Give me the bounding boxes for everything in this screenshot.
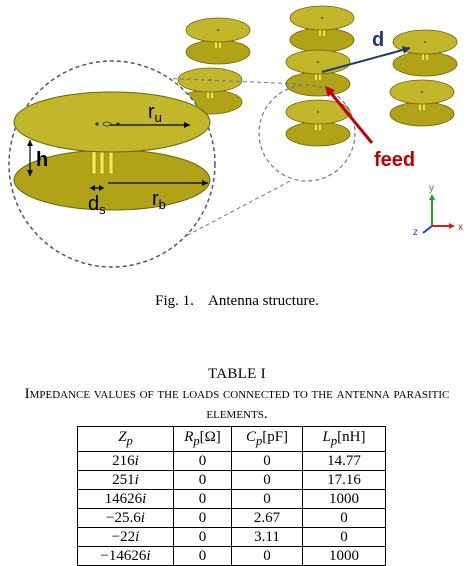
y-axis-label: y [429, 183, 434, 194]
cell-lp: 1000 [302, 489, 386, 509]
feed-arrow-icon [325, 86, 335, 97]
antenna-element [285, 49, 351, 97]
table-title: TABLE I [208, 366, 266, 382]
antenna-element [392, 29, 458, 77]
cell-zp: 251i [77, 470, 174, 490]
cell-cp: 0 [231, 470, 303, 490]
header-zp: Zp [77, 426, 174, 452]
axis-triad: y x z [413, 183, 463, 238]
antenna-element [185, 17, 251, 65]
cell-cp: 0 [231, 451, 303, 471]
cell-zp: −22i [77, 527, 174, 547]
cell-lp: 1000 [302, 546, 386, 566]
rb-label: rb [152, 188, 166, 212]
via-hole [95, 122, 99, 126]
ds-arrow-left-icon [90, 185, 95, 191]
table-row: 251i 0 0 17.16 [77, 470, 386, 490]
d-arrow-icon [402, 46, 410, 54]
table-row: −22i 0 3.11 0 [77, 527, 386, 547]
cell-rp: 0 [173, 451, 232, 471]
feed-arrow-line [328, 91, 374, 144]
h-label: h [36, 149, 48, 171]
antenna-element [389, 79, 455, 127]
cell-cp: 3.11 [231, 527, 303, 547]
ds-label: ds [88, 193, 106, 217]
table-row: 216i 0 0 14.77 [77, 451, 386, 471]
feed-label: feed [374, 149, 415, 171]
cell-lp: 0 [302, 527, 386, 547]
header-lp: Lp[nH] [302, 426, 386, 452]
antenna-element [289, 5, 355, 53]
d-spacing-line [321, 47, 411, 73]
figure-caption: Fig. 1. Antenna structure. [155, 293, 319, 309]
table-header-row: Zp Rp[Ω] Cp[pF] Lp[nH] [77, 426, 386, 452]
header-rp: Rp[Ω] [173, 426, 232, 452]
h-arrow-up-icon [27, 140, 33, 146]
table-subtitle: Impedance values of the loads connected … [24, 386, 450, 422]
via-hole [102, 121, 112, 127]
ds-arrow-right-icon [99, 185, 104, 191]
cell-rp: 0 [173, 489, 232, 509]
highlight-circle [258, 84, 356, 182]
rb-arrow-icon [202, 180, 208, 186]
h-arrow-down-icon [27, 170, 33, 176]
antenna-array [177, 5, 458, 147]
d-label: d [372, 29, 384, 51]
magnified-detail: ru rb h ds [8, 60, 216, 268]
cell-cp: 2.67 [231, 508, 303, 528]
cell-lp: 17.16 [302, 470, 386, 490]
cell-zp: 14626i [77, 489, 174, 509]
cell-rp: 0 [173, 546, 232, 566]
x-axis-label: x [458, 222, 463, 233]
x-axis-arrow-icon [449, 223, 455, 229]
table-row: −14626i 0 0 1000 [77, 546, 386, 566]
y-axis-arrow-icon [429, 194, 435, 200]
projection-line-bottom [149, 179, 293, 256]
cell-rp: 0 [173, 508, 232, 528]
cell-zp: 216i [77, 451, 174, 471]
header-cp: Cp[pF] [231, 426, 303, 452]
cell-rp: 0 [173, 527, 232, 547]
table-row: −25.6i 0 2.67 0 [77, 508, 386, 528]
ru-label: ru [148, 101, 162, 125]
z-axis-label: z [413, 227, 418, 238]
antenna-structure-figure: ru rb h ds d feed y [8, 5, 463, 268]
cell-zp: −14626i [77, 546, 174, 566]
cell-lp: 0 [302, 508, 386, 528]
top-disk [13, 91, 211, 153]
cell-cp: 0 [231, 489, 303, 509]
table-row: 14626i 0 0 1000 [77, 489, 386, 509]
cell-rp: 0 [173, 470, 232, 490]
z-axis-line [422, 225, 433, 234]
impedance-table: Zp Rp[Ω] Cp[pF] Lp[nH] 216i 0 0 14.77 25… [77, 426, 386, 566]
antenna-figure-svg: ru rb h ds d feed y [8, 5, 463, 268]
cell-cp: 0 [231, 546, 303, 566]
cell-zp: −25.6i [77, 508, 174, 528]
ru-arrow-icon [184, 122, 190, 128]
cell-lp: 14.77 [302, 451, 386, 471]
